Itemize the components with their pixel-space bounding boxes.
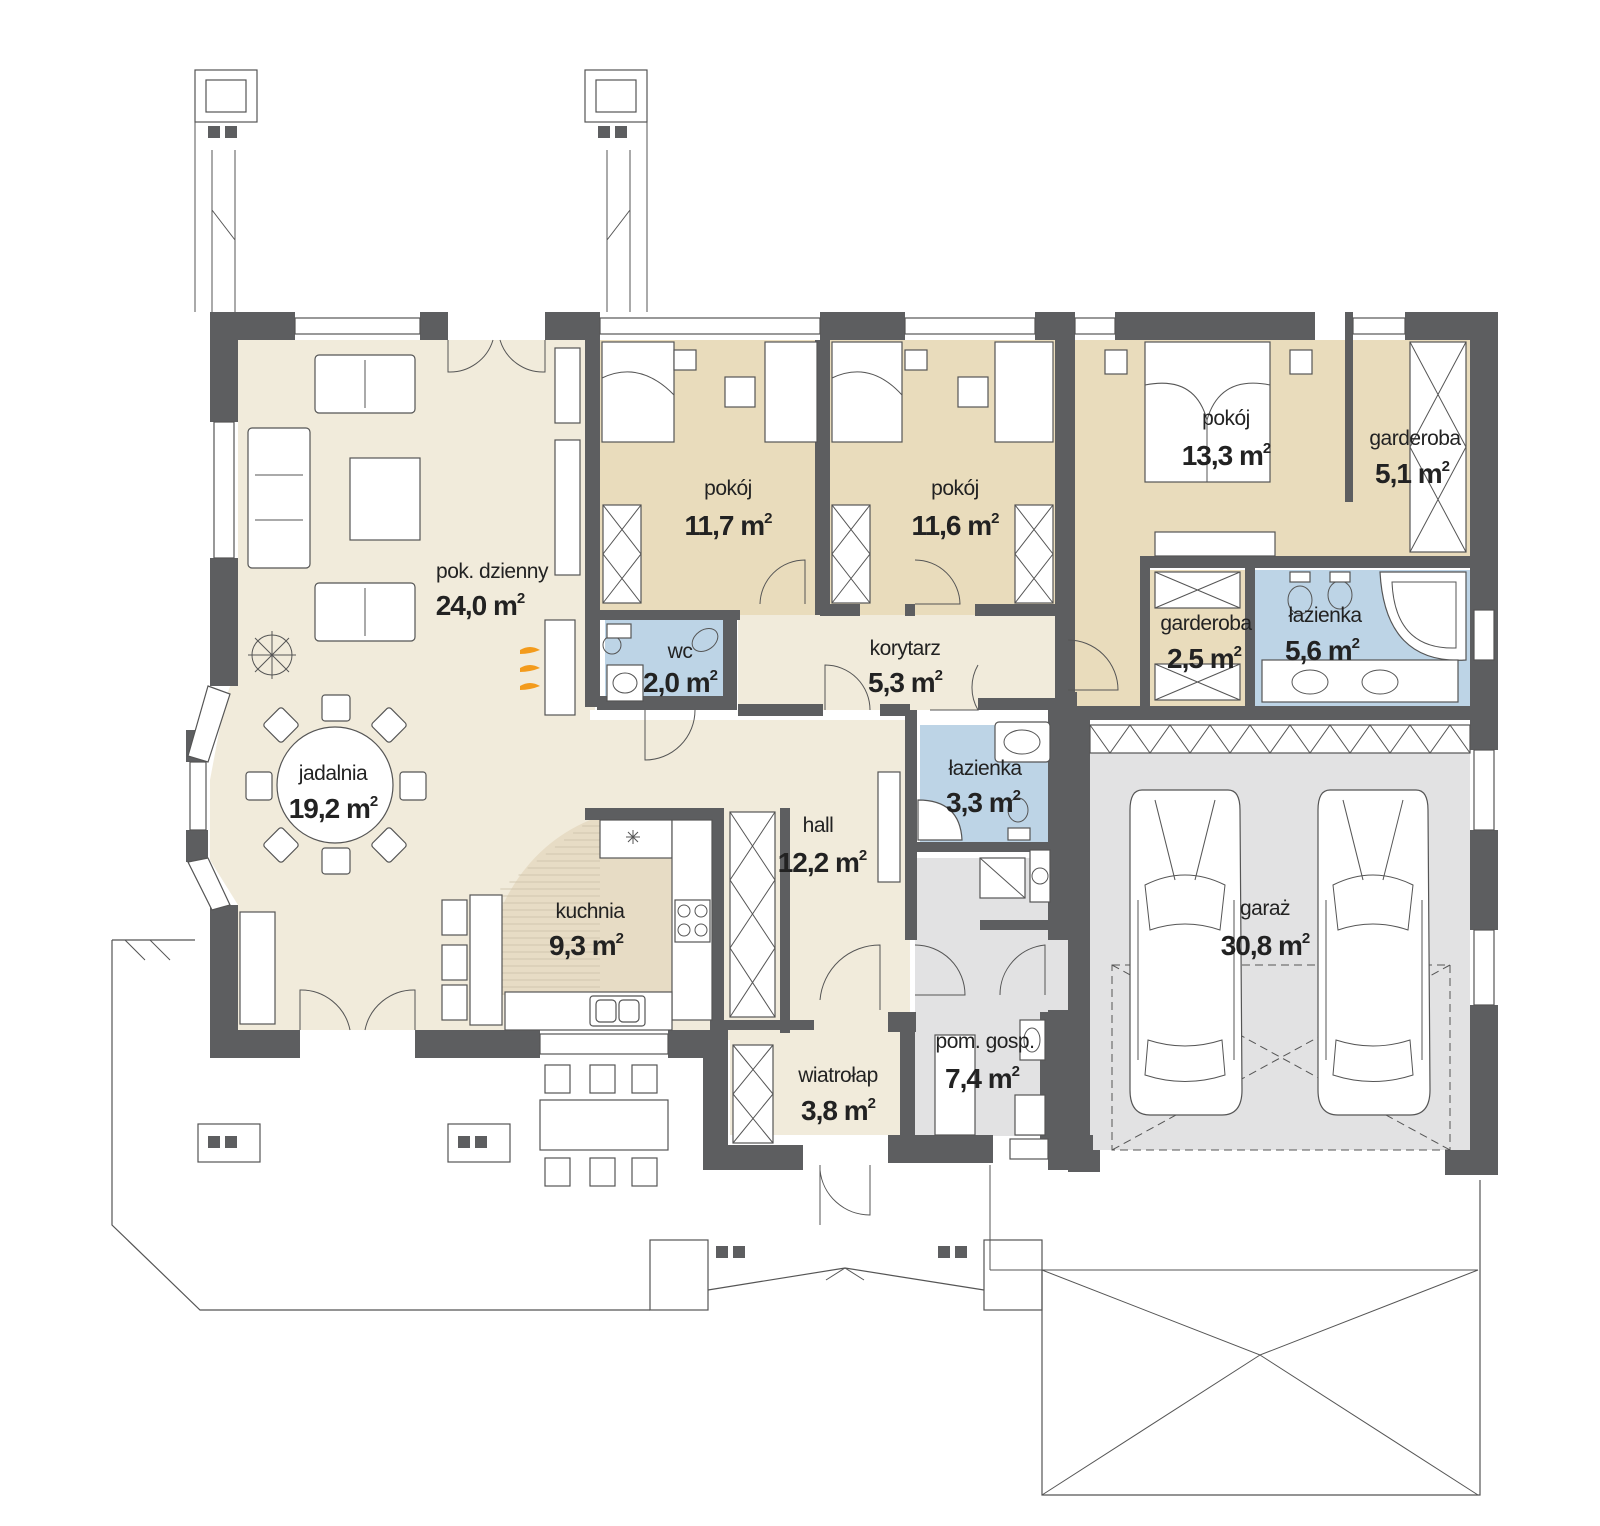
svg-text:pokój: pokój — [704, 477, 752, 500]
car-icon — [1129, 789, 1243, 1116]
svg-text:3,8 m2: 3,8 m2 — [801, 1095, 876, 1126]
svg-text:11,7 m2: 11,7 m2 — [685, 510, 773, 541]
svg-text:garaż: garaż — [1240, 897, 1290, 920]
svg-text:5,6 m2: 5,6 m2 — [1285, 635, 1360, 666]
svg-text:korytarz: korytarz — [870, 637, 941, 660]
svg-text:5,1 m2: 5,1 m2 — [1375, 458, 1450, 489]
room-label-bedroom3: pokój 13,3 m2 — [1182, 407, 1272, 471]
room-label-utility: pom. gosp. 7,4 m2 — [936, 1030, 1035, 1094]
svg-text:łazienka: łazienka — [948, 757, 1022, 780]
svg-text:pom. gosp.: pom. gosp. — [936, 1030, 1035, 1053]
svg-text:pokój: pokój — [931, 477, 979, 500]
room-label-bath2: łazienka 3,3 m2 — [946, 757, 1023, 818]
room-label-kitchen: kuchnia 9,3 m2 — [549, 900, 626, 961]
room-label-living: pok. dzienny 24,0 m2 — [436, 560, 550, 621]
room-label-dining: jadalnia 19,2 m2 — [289, 762, 379, 824]
svg-text:kuchnia: kuchnia — [556, 900, 626, 923]
svg-text:19,2 m2: 19,2 m2 — [289, 793, 378, 824]
svg-text:3,3 m2: 3,3 m2 — [946, 787, 1021, 818]
svg-text:5,3 m2: 5,3 m2 — [868, 667, 943, 698]
room-label-wc: wc 2,0 m2 — [643, 640, 719, 698]
terrace-outlines — [111, 69, 1481, 1496]
room-label-wardrobe2: garderoba 2,5 m2 — [1160, 612, 1253, 674]
room-label-corridor: korytarz 5,3 m2 — [868, 637, 944, 698]
svg-text:30,8 m2: 30,8 m2 — [1221, 930, 1310, 961]
svg-text:wiatrołap: wiatrołap — [797, 1064, 878, 1087]
svg-text:2,0 m2: 2,0 m2 — [643, 667, 718, 698]
room-label-bedroom1: pokój 11,7 m2 — [685, 477, 774, 541]
svg-text:wc: wc — [667, 640, 693, 663]
furniture — [239, 341, 1471, 1187]
svg-text:13,3 m2: 13,3 m2 — [1182, 440, 1271, 471]
room-label-bath1: łazienka 5,6 m2 — [1285, 604, 1363, 666]
svg-text:pokój: pokój — [1202, 407, 1250, 430]
windows — [187, 317, 1495, 1160]
svg-text:24,0 m2: 24,0 m2 — [436, 590, 525, 621]
car-icon — [1317, 789, 1431, 1116]
svg-text:9,3 m2: 9,3 m2 — [549, 930, 624, 961]
plant-icon — [248, 631, 296, 679]
room-labels: pok. dzienny 24,0 m2 jadalnia 19,2 m2 ku… — [289, 407, 1462, 1126]
svg-text:hall: hall — [803, 814, 834, 837]
svg-text:garderoba: garderoba — [1369, 427, 1461, 450]
room-label-hall: hall 12,2 m2 — [778, 814, 868, 878]
svg-text:11,6 m2: 11,6 m2 — [912, 510, 1000, 541]
svg-text:łazienka: łazienka — [1288, 604, 1362, 627]
room-label-vestibule: wiatrołap 3,8 m2 — [797, 1064, 878, 1126]
room-label-bedroom2: pokój 11,6 m2 — [912, 477, 1001, 541]
svg-text:7,4 m2: 7,4 m2 — [945, 1063, 1020, 1094]
svg-text:12,2 m2: 12,2 m2 — [778, 847, 867, 878]
doors — [299, 339, 1119, 1225]
room-label-garage: garaż 30,8 m2 — [1221, 897, 1311, 961]
room-label-wardrobe1: garderoba 5,1 m2 — [1369, 427, 1462, 489]
svg-text:jadalnia: jadalnia — [298, 762, 368, 785]
svg-text:garderoba: garderoba — [1160, 612, 1252, 635]
svg-text:2,5 m2: 2,5 m2 — [1167, 643, 1242, 674]
svg-text:pok. dzienny: pok. dzienny — [436, 560, 549, 583]
